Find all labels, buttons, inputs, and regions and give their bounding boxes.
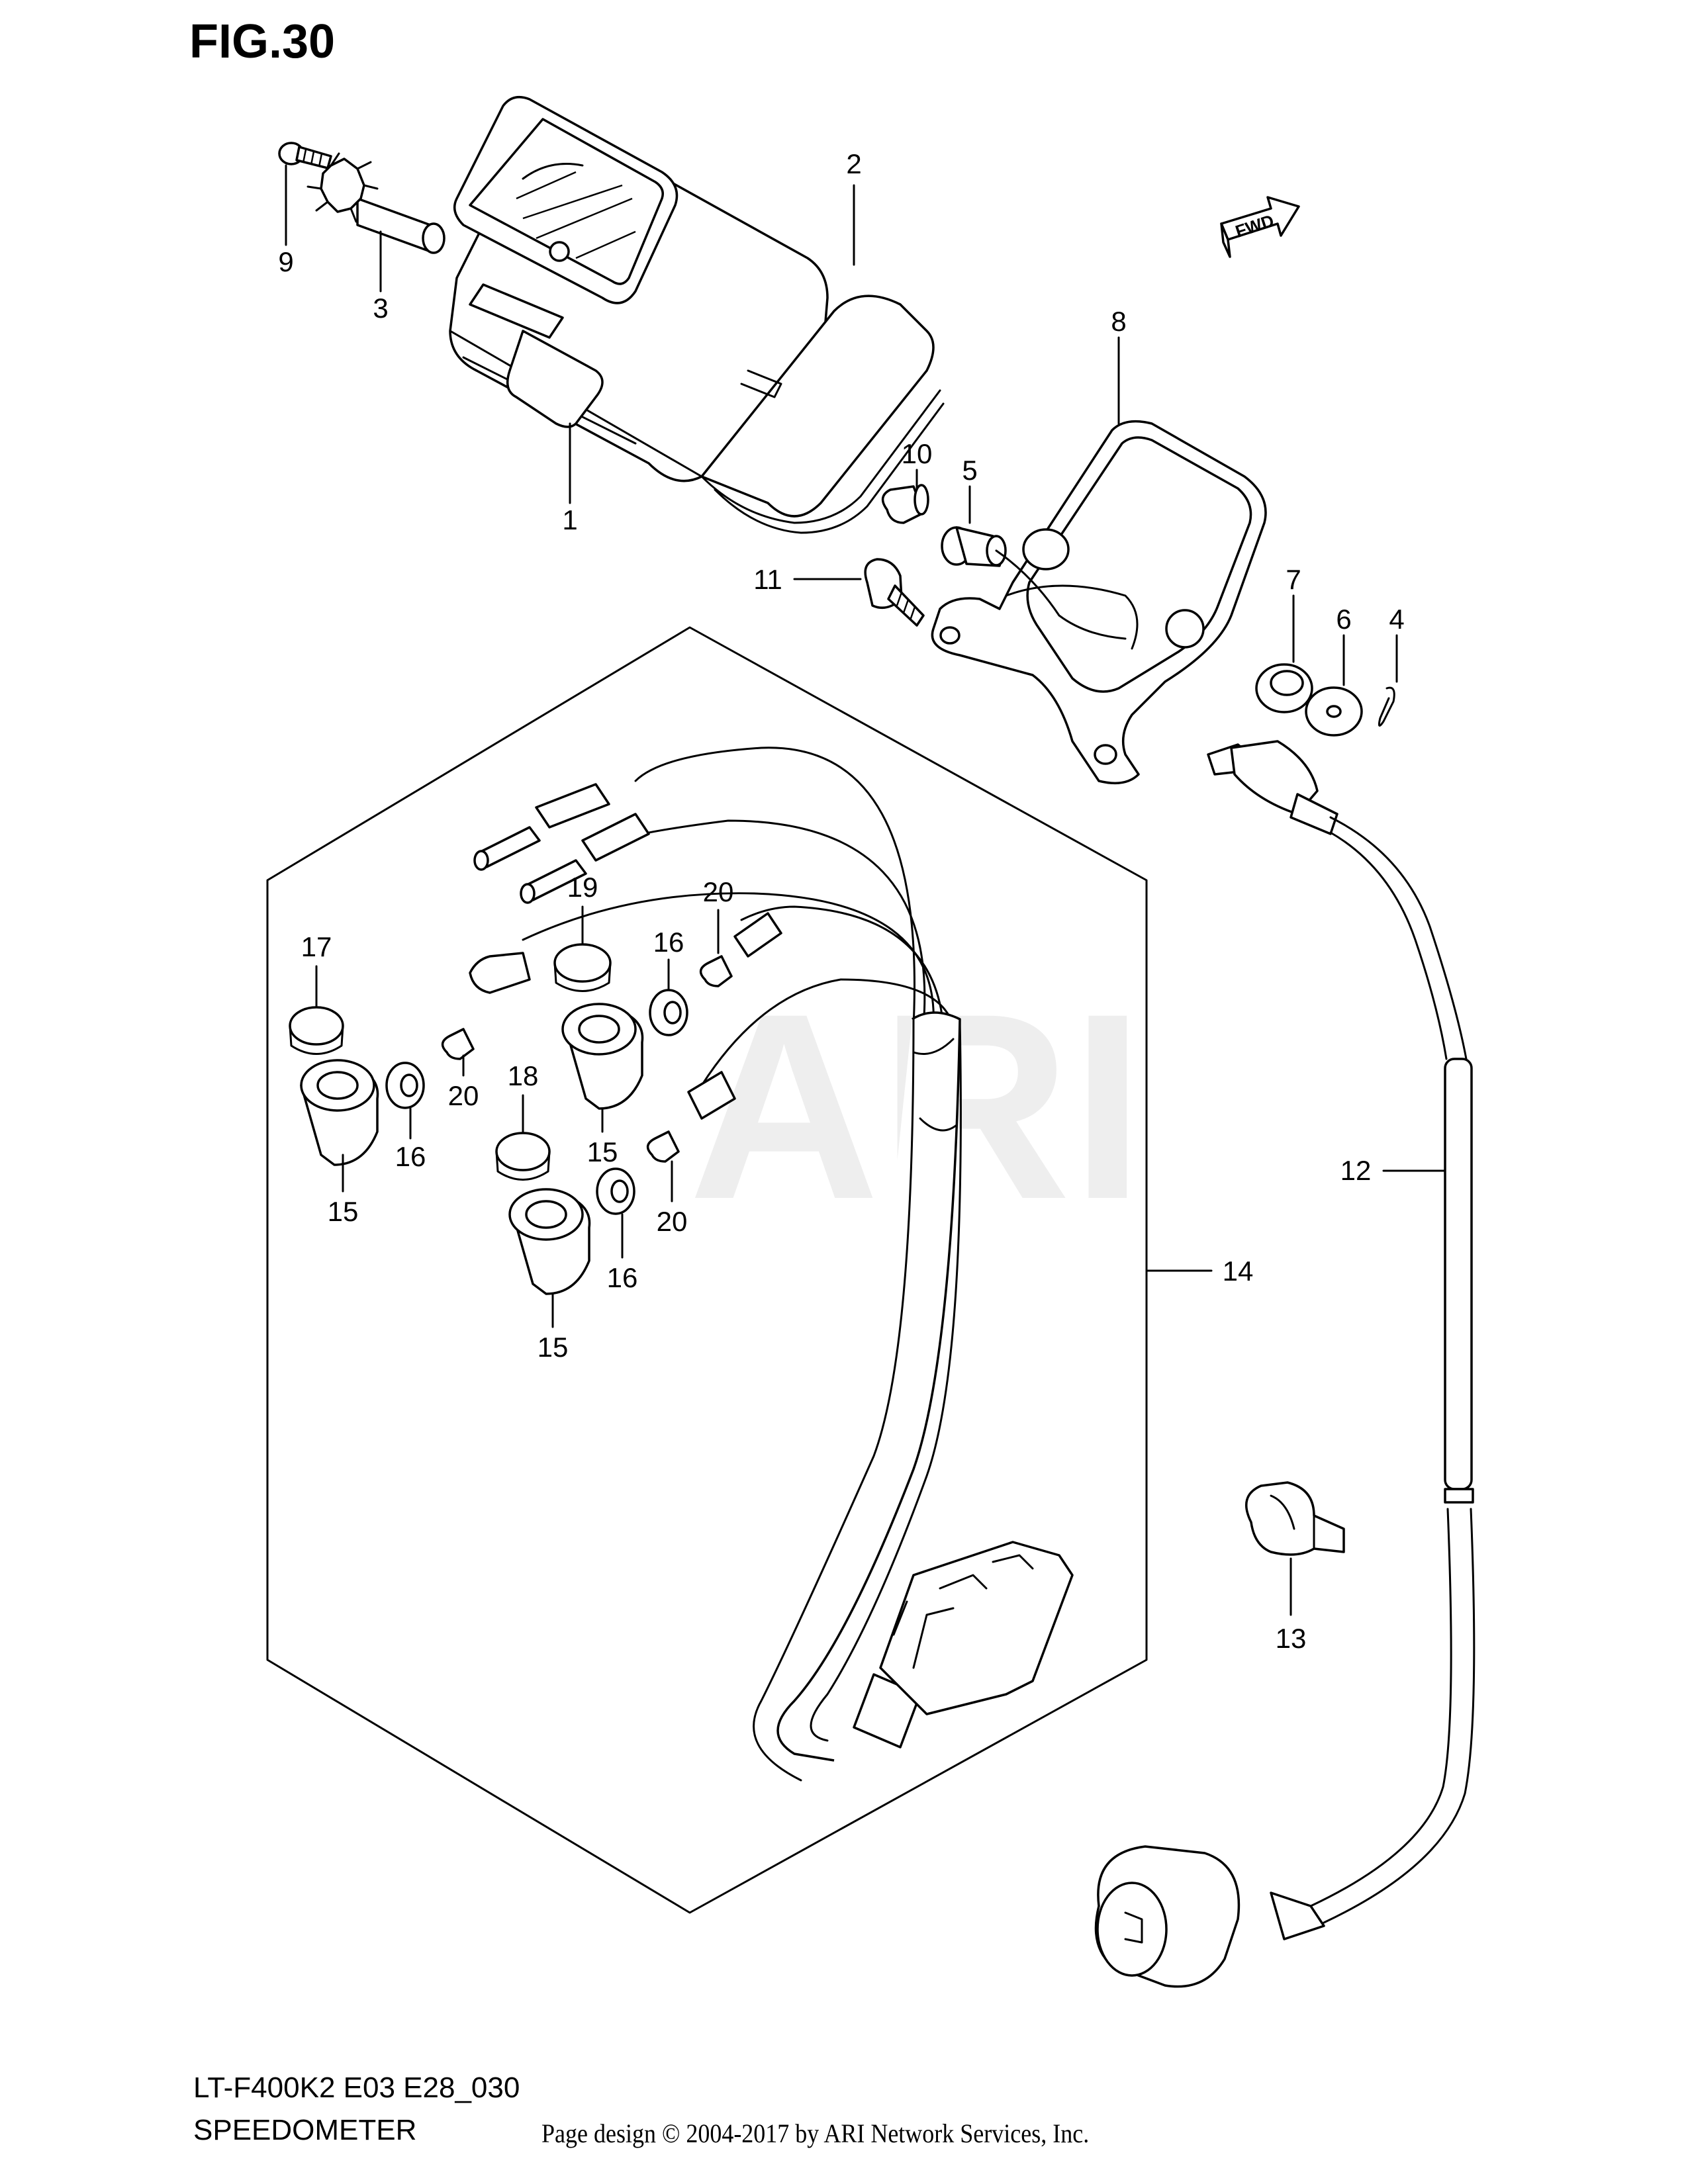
wiring-harness[interactable] bbox=[469, 747, 1074, 1782]
callout-15c: 15 bbox=[538, 1332, 569, 1363]
cable-clamp[interactable] bbox=[1245, 1481, 1345, 1556]
callout-12: 12 bbox=[1340, 1155, 1372, 1186]
fwd-label: FWD bbox=[1233, 210, 1277, 242]
figure-title: FIG.30 bbox=[189, 15, 336, 68]
indicator-housing-lower[interactable] bbox=[508, 1188, 591, 1295]
callout-16b: 16 bbox=[653, 927, 684, 958]
callout-14: 14 bbox=[1223, 1255, 1254, 1287]
cushion-lower[interactable] bbox=[596, 1167, 635, 1215]
washer[interactable] bbox=[1305, 686, 1363, 737]
model-code: LT-F400K2 E03 E28_030 bbox=[193, 2071, 520, 2104]
callout-1: 1 bbox=[562, 504, 577, 535]
callout-19: 19 bbox=[567, 872, 598, 903]
bulb-small-1[interactable] bbox=[441, 1028, 475, 1060]
cushion-left[interactable] bbox=[385, 1062, 425, 1109]
indicator-lens-neutral[interactable] bbox=[289, 1006, 344, 1055]
clip-pin[interactable] bbox=[1378, 686, 1395, 727]
speedometer-assembly[interactable] bbox=[449, 95, 945, 534]
screw[interactable] bbox=[278, 142, 332, 169]
callout-20a: 20 bbox=[448, 1080, 479, 1111]
callout-15a: 15 bbox=[328, 1196, 359, 1227]
callout-9: 9 bbox=[278, 246, 293, 277]
callout-15b: 15 bbox=[587, 1136, 618, 1167]
section-title: SPEEDOMETER bbox=[193, 2114, 417, 2146]
callout-13: 13 bbox=[1276, 1623, 1307, 1654]
leader-lines bbox=[285, 164, 1446, 1616]
bracket[interactable] bbox=[931, 420, 1267, 785]
wiring-harness-frame bbox=[266, 626, 1148, 1914]
indicator-lens-lamp[interactable] bbox=[553, 943, 612, 992]
callout-17: 17 bbox=[301, 931, 332, 962]
callout-labels: 1 2 3 4 5 6 7 8 9 10 11 12 13 14 15 15 1… bbox=[278, 148, 1404, 1654]
cushion-middle[interactable] bbox=[649, 989, 688, 1036]
callout-5: 5 bbox=[962, 455, 977, 486]
indicator-lens-reverse[interactable] bbox=[495, 1132, 551, 1181]
bulb[interactable] bbox=[881, 484, 929, 524]
indicator-housing-middle[interactable] bbox=[561, 1003, 644, 1110]
callout-3: 3 bbox=[373, 293, 388, 324]
bulb-small-3[interactable] bbox=[646, 1130, 680, 1163]
callout-7: 7 bbox=[1286, 564, 1301, 595]
bulb-small-2[interactable] bbox=[699, 955, 733, 987]
callout-11: 11 bbox=[753, 564, 782, 595]
callout-6: 6 bbox=[1336, 604, 1351, 635]
callout-18: 18 bbox=[508, 1060, 539, 1091]
grommet[interactable] bbox=[1255, 663, 1313, 713]
fwd-arrow-icon: FWD bbox=[1220, 196, 1300, 258]
copyright-notice: Page design © 2004-2017 by ARI Network S… bbox=[541, 2118, 1090, 2148]
callout-16c: 16 bbox=[607, 1262, 638, 1293]
callout-2: 2 bbox=[846, 148, 861, 179]
callout-10: 10 bbox=[902, 438, 933, 469]
bolt[interactable] bbox=[864, 558, 925, 627]
callout-16a: 16 bbox=[395, 1141, 426, 1172]
callout-20b: 20 bbox=[703, 876, 734, 907]
socket[interactable] bbox=[941, 526, 1127, 640]
indicator-housing-left[interactable] bbox=[300, 1059, 379, 1166]
speedometer-cable[interactable] bbox=[1094, 740, 1476, 1988]
callout-20c: 20 bbox=[657, 1206, 688, 1237]
pinion-shaft[interactable] bbox=[306, 152, 445, 254]
callout-8: 8 bbox=[1111, 306, 1126, 337]
callout-4: 4 bbox=[1389, 604, 1404, 635]
